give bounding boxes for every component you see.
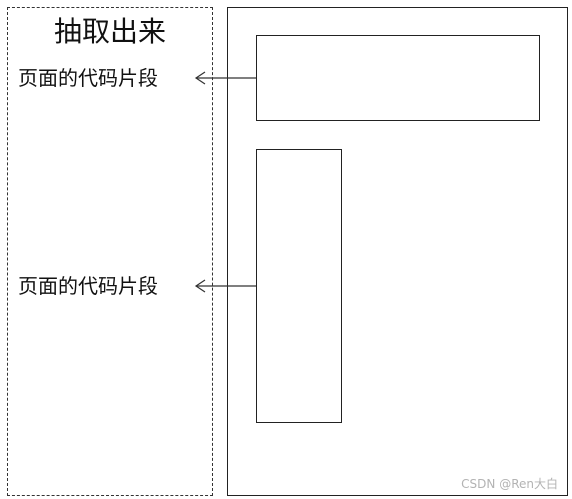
watermark: CSDN @Ren大白 — [461, 477, 558, 491]
snippet-label-side: 页面的代码片段 — [18, 274, 158, 298]
diagram-title: 抽取出来 — [53, 15, 166, 48]
arrow-side — [194, 279, 256, 293]
extracted-snippets-panel — [7, 7, 213, 496]
snippet-label-top: 页面的代码片段 — [18, 66, 158, 90]
arrow-top-head-icon — [194, 71, 206, 85]
sidebar-code-block — [256, 149, 342, 423]
page-frame — [227, 7, 568, 496]
arrow-top — [194, 71, 256, 85]
header-code-block — [256, 35, 540, 121]
arrow-side-head-icon — [194, 279, 206, 293]
